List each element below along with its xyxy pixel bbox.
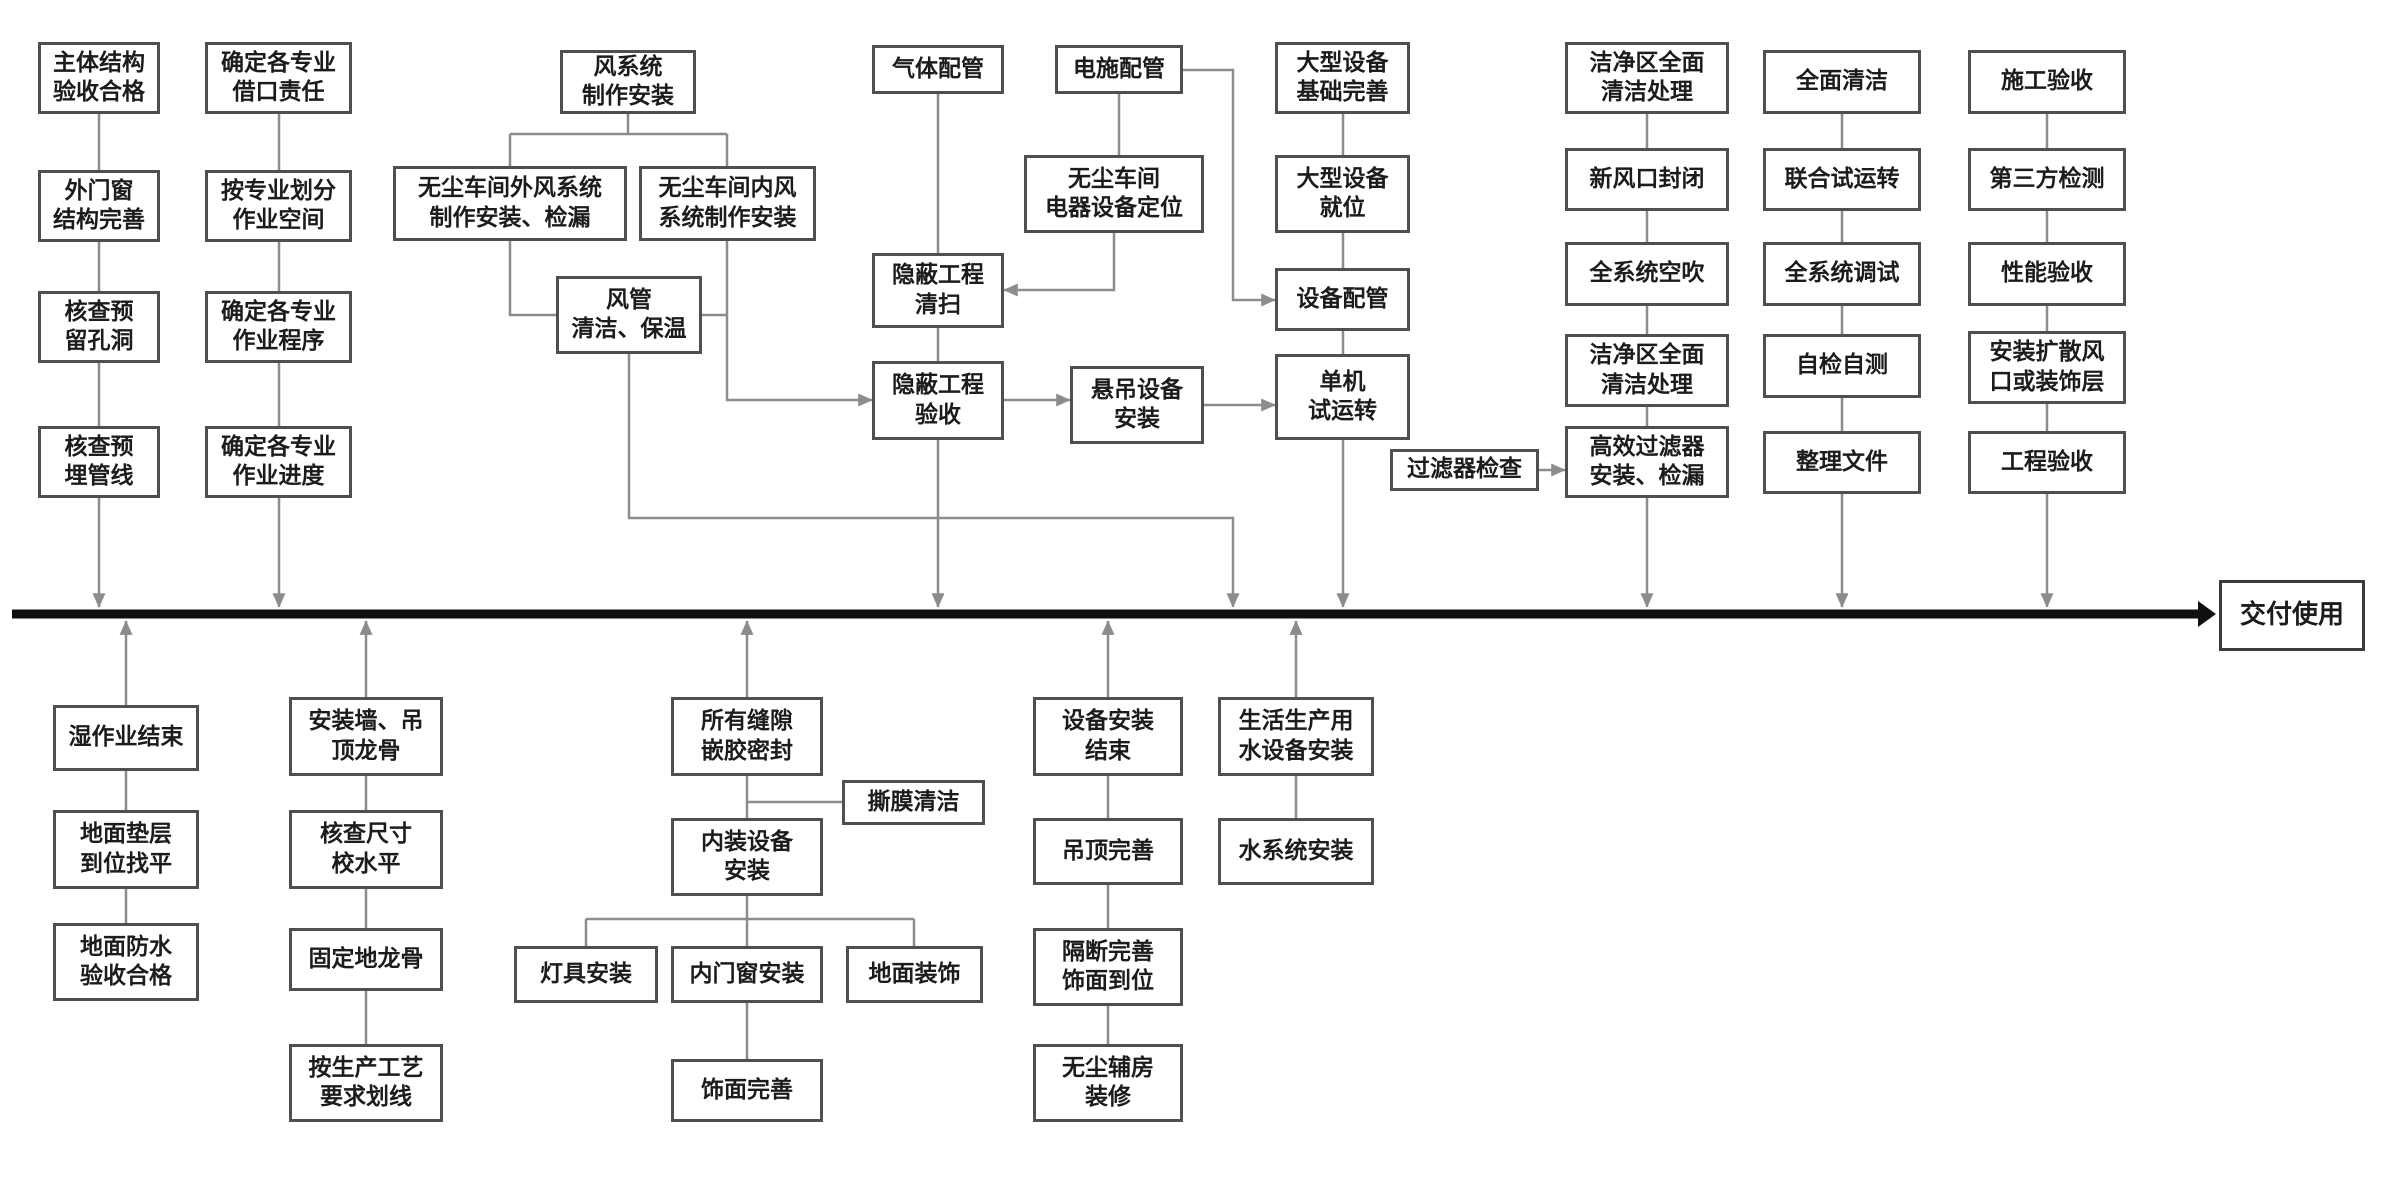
- timeline-arrow: [12, 601, 2216, 627]
- node-gas-piping: 气体配管: [872, 45, 1004, 94]
- node-cleanroom-full-cleaning-1: 洁净区全面 清洁处理: [1565, 42, 1729, 114]
- node-air-system-fabrication: 风系统 制作安装: [560, 50, 696, 114]
- node-equipment-install-finished: 设备安装 结束: [1033, 697, 1183, 776]
- node-delivery-for-use: 交付使用: [2219, 580, 2365, 651]
- connector-lines: [97, 94, 2049, 1059]
- node-install-diffusers-finish-layer: 安装扩散风 口或装饰层: [1968, 331, 2126, 404]
- node-electrical-conduit: 电施配管: [1055, 45, 1183, 94]
- node-construction-acceptance: 施工验收: [1968, 50, 2126, 114]
- node-full-system-air-blow: 全系统空吹: [1565, 242, 1729, 306]
- node-electrical-equipment-positioning: 无尘车间 电器设备定位: [1024, 155, 1204, 233]
- node-self-inspection: 自检自测: [1763, 334, 1921, 398]
- node-concealed-work-acceptance: 隐蔽工程 验收: [872, 361, 1004, 440]
- node-trade-interface-responsibility: 确定各专业 借口责任: [205, 42, 352, 114]
- node-lighting-installation: 灯具安装: [514, 946, 658, 1003]
- node-wet-work-finished: 湿作业结束: [53, 705, 199, 771]
- node-single-machine-test-run: 单机 试运转: [1275, 354, 1410, 440]
- node-large-equipment-in-place: 大型设备 就位: [1275, 155, 1410, 233]
- node-finish-completion: 饰面完善: [671, 1059, 823, 1122]
- node-project-acceptance: 工程验收: [1968, 431, 2126, 494]
- node-seal-all-gaps: 所有缝隙 嵌胶密封: [671, 697, 823, 776]
- node-trade-work-schedules: 确定各专业 作业进度: [205, 426, 352, 498]
- node-floor-waterproofing-accepted: 地面防水 验收合格: [53, 923, 199, 1001]
- node-combined-test-run: 联合试运转: [1763, 148, 1921, 211]
- node-interior-door-window-install: 内门窗安装: [671, 946, 823, 1003]
- node-internal-air-system-install: 无尘车间内风 系统制作安装: [639, 166, 816, 241]
- node-install-wall-ceiling-framing: 安装墙、吊 顶龙骨: [289, 697, 443, 776]
- connector-arrows: [92, 68, 2054, 705]
- node-layout-lines-per-process: 按生产工艺 要求划线: [289, 1044, 443, 1122]
- node-document-organization: 整理文件: [1763, 431, 1921, 494]
- node-external-air-system-install: 无尘车间外风系统 制作安装、检漏: [393, 166, 627, 241]
- node-auxiliary-room-fitout: 无尘辅房 装修: [1033, 1044, 1183, 1122]
- node-main-structure-acceptance: 主体结构 验收合格: [38, 42, 160, 114]
- node-check-embedded-pipelines: 核查预 埋管线: [38, 426, 160, 498]
- node-third-party-testing: 第三方检测: [1968, 148, 2126, 211]
- node-floor-cushion-leveling: 地面垫层 到位找平: [53, 810, 199, 889]
- node-fresh-air-inlet-sealing: 新风口封闭: [1565, 148, 1729, 211]
- node-divide-workspace-by-trade: 按专业划分 作业空间: [205, 170, 352, 242]
- node-fix-floor-framing: 固定地龙骨: [289, 928, 443, 991]
- node-partition-finish-in-place: 隔断完善 饰面到位: [1033, 928, 1183, 1006]
- node-overall-cleaning: 全面清洁: [1763, 50, 1921, 114]
- node-concealed-work-cleaning: 隐蔽工程 清扫: [872, 253, 1004, 328]
- node-trade-work-procedures: 确定各专业 作业程序: [205, 291, 352, 363]
- node-suspended-equipment-install: 悬吊设备 安装: [1070, 366, 1204, 444]
- node-ceiling-completion: 吊顶完善: [1033, 818, 1183, 885]
- node-film-peel-cleaning: 撕膜清洁: [842, 780, 985, 825]
- node-performance-acceptance: 性能验收: [1968, 242, 2126, 306]
- node-check-reserved-openings: 核查预 留孔洞: [38, 291, 160, 363]
- node-check-dimensions-leveling: 核查尺寸 校水平: [289, 810, 443, 889]
- node-exterior-door-window-completion: 外门窗 结构完善: [38, 170, 160, 242]
- node-equipment-piping: 设备配管: [1275, 268, 1410, 331]
- node-interior-equipment-install: 内装设备 安装: [671, 818, 823, 896]
- node-full-system-commissioning: 全系统调试: [1763, 242, 1921, 306]
- node-water-equipment-install: 生活生产用 水设备安装: [1218, 697, 1374, 776]
- node-floor-finishing: 地面装饰: [846, 946, 983, 1003]
- node-hepa-filter-install-leak-check: 高效过滤器 安装、检漏: [1565, 426, 1729, 498]
- node-duct-cleaning-insulation: 风管 清洁、保温: [556, 276, 702, 354]
- node-cleanroom-full-cleaning-2: 洁净区全面 清洁处理: [1565, 334, 1729, 407]
- node-large-equipment-foundation: 大型设备 基础完善: [1275, 42, 1410, 114]
- node-water-system-install: 水系统安装: [1218, 818, 1374, 885]
- node-filter-inspection: 过滤器检查: [1390, 449, 1539, 491]
